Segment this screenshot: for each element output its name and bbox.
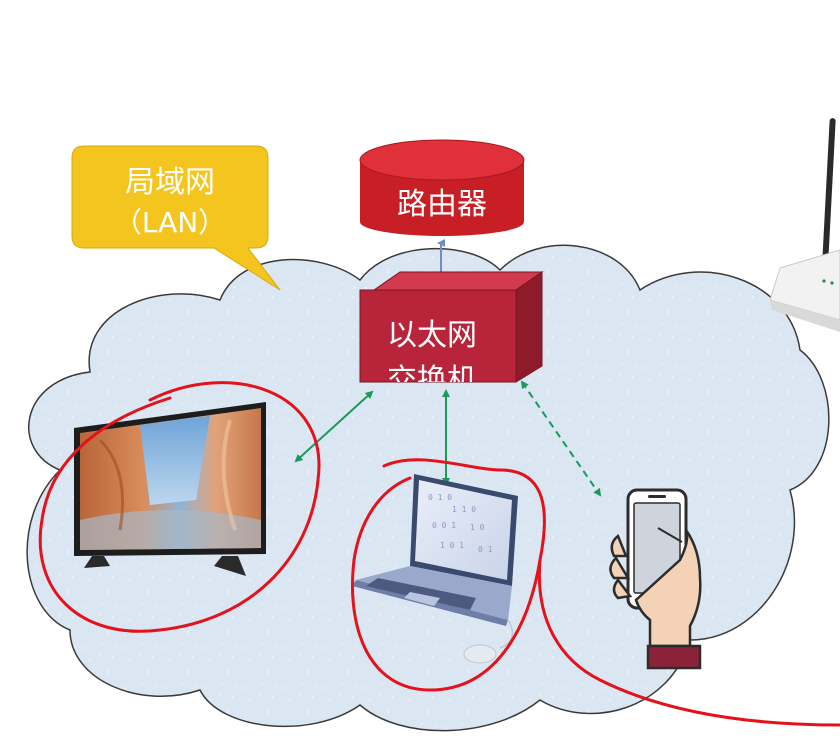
svg-text:0 0 1: 0 0 1 [432,521,456,530]
callout-title: 局域网 [125,165,215,200]
tv-icon [74,402,266,576]
laptop-circle-annotation [351,458,546,692]
lan-callout: 局域网 （LAN） [71,145,281,291]
callout-subtitle: （LAN） [114,206,226,239]
phone-hand-icon [609,488,702,670]
laptop-icon: 0 1 0 1 1 0 0 0 1 1 0 1 0 1 0 1 [352,474,518,664]
tv-circle-annotation [38,381,321,633]
red-annotations [38,381,840,727]
svg-text:1 0 1: 1 0 1 [440,541,464,550]
svg-text:1 1 0: 1 1 0 [452,505,476,514]
svg-text:0 1: 0 1 [478,545,493,554]
ethernet-switch: 以太网 交换机 [359,271,544,398]
svg-text:1 0: 1 0 [470,523,485,532]
phone-link [520,380,602,497]
router-label: 路由器 [397,187,487,222]
switch-label-line1: 以太网 [387,318,477,353]
svg-text:0 1 0: 0 1 0 [428,493,452,502]
wifi-router-icon [769,118,840,332]
switch-label-line2: 交换机 [387,363,477,398]
swoosh-annotation [537,558,840,727]
router-cylinder: 路由器 [359,139,525,236]
tv-link [294,390,374,463]
